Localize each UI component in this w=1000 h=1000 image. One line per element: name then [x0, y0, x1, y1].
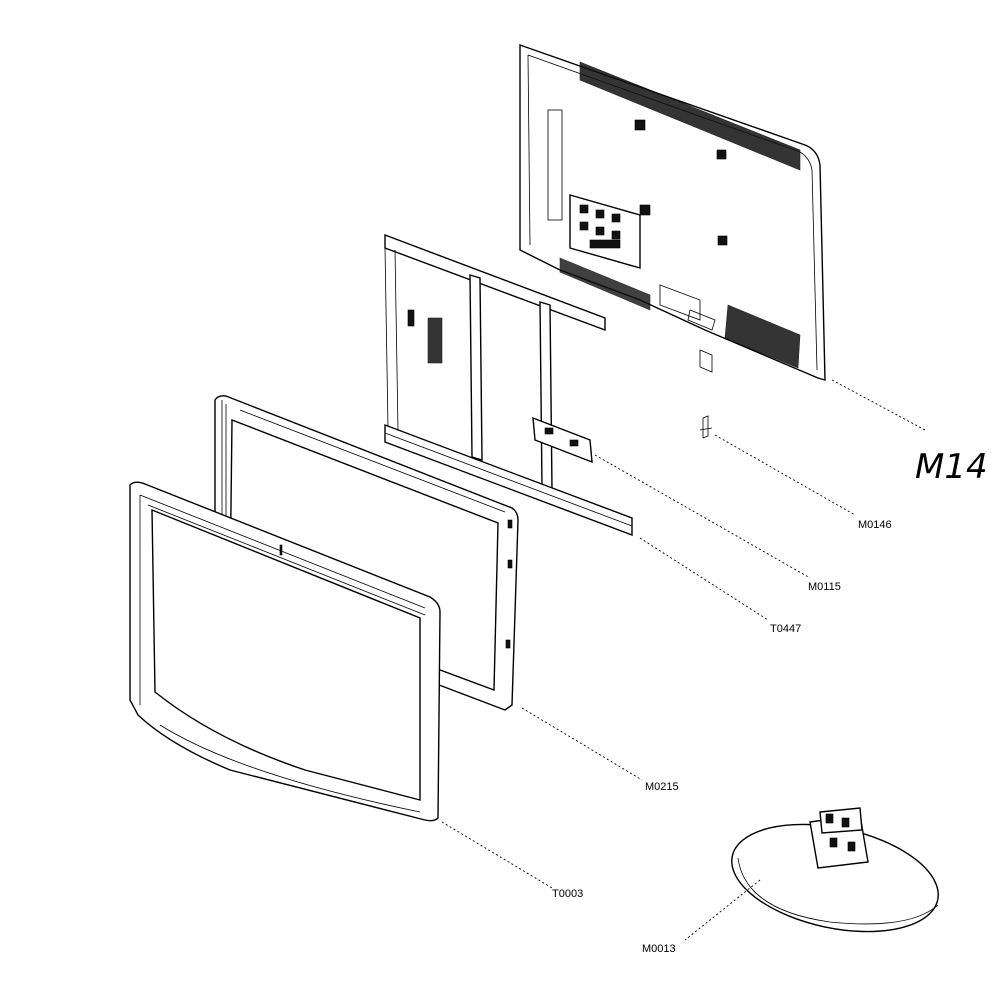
stand-part — [731, 807, 939, 933]
label-frame-bar: T0447 — [770, 623, 801, 635]
leader-front-bezel — [441, 821, 553, 889]
leader-panel-frame — [521, 707, 643, 781]
label-bracket: M0115 — [808, 581, 841, 593]
front-bezel-part — [129, 481, 441, 822]
screw-part — [699, 415, 713, 439]
label-screw: M0146 — [858, 519, 892, 531]
label-panel-frame: M0215 — [645, 781, 679, 793]
leader-lines — [441, 379, 926, 941]
leader-back-cover — [831, 379, 926, 431]
leader-frame-bar — [639, 537, 769, 621]
leader-stand — [684, 879, 761, 941]
leader-bracket — [594, 454, 811, 579]
label-front-bezel: T0003 — [552, 888, 583, 900]
back-cover-part — [519, 44, 826, 381]
label-back-cover: M14 — [915, 447, 988, 487]
label-stand: M0013 — [642, 943, 676, 955]
leader-screw — [714, 434, 856, 516]
chassis-part — [384, 233, 633, 537]
